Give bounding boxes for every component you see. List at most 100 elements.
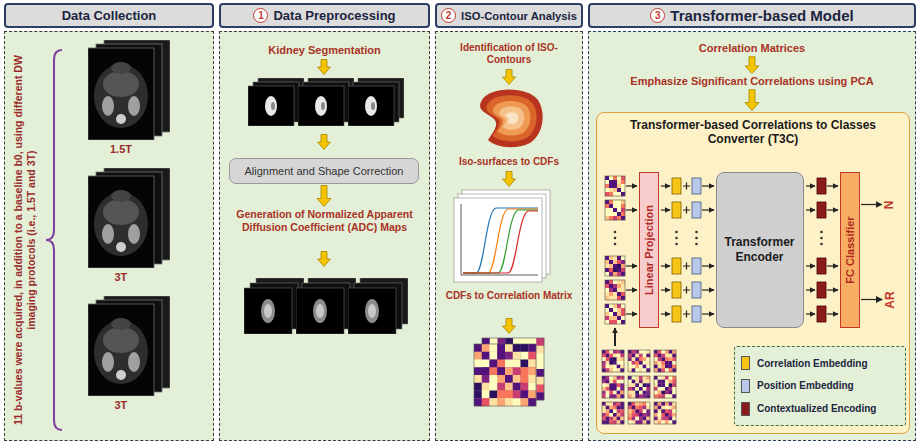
heatmap-cell [617,292,621,296]
heatmap-cell [620,417,624,421]
heatmap-cell [605,260,609,264]
heatmap-cell [609,200,613,204]
heatmap-cell [654,406,658,410]
heatmap-cell [654,361,658,365]
heatmap-cell [628,413,632,417]
heatmap-cell [635,402,639,406]
heatmap-cell [635,387,639,391]
heatmap-cell [646,417,650,421]
curly-brace [46,50,62,430]
heatmap-cell [628,417,632,421]
heatmap-cell [609,216,613,220]
heatmap-cell [617,192,621,196]
heatmap-cell [632,387,636,391]
heatmap-cell [613,406,617,410]
heatmap-cell [513,360,521,368]
encoder-text: Transformer Encoder [717,235,803,265]
heatmap-cell [497,344,505,352]
heatmap-cell [609,376,613,380]
heatmap-cell [665,402,669,406]
heatmap-cell [621,192,625,196]
panel-ground [4,31,214,441]
ellipsis [614,231,617,246]
heatmap-cell [613,280,617,284]
heatmap-cell [536,369,544,377]
heatmap-cell [621,212,625,216]
heatmap-cell [646,350,650,354]
heatmap-cell [536,346,544,354]
heatmap-cell [620,420,624,424]
heatmap-cell [665,420,669,424]
heatmap-cell [621,304,625,308]
heatmap-cell [605,192,609,196]
heatmap-cell [617,284,621,288]
heatmap-cell [632,350,636,354]
heatmap-cell [505,360,513,368]
heatmap-cell [602,383,606,387]
heatmap-cell [658,409,662,413]
heatmap-cell [635,383,639,387]
heatmap-cell [620,365,624,369]
heatmap-cell [620,391,624,395]
step-text: CDFs to Correlation Matrix [439,290,579,302]
heatmap-cell [606,417,610,421]
heatmap-cell [665,406,669,410]
heatmap-cell [613,357,617,361]
heatmap-cell [632,391,636,395]
heatmap-cell [654,417,658,421]
heatmap-cell [528,391,536,399]
heatmap-cell [620,380,624,384]
heatmap-cell [639,391,643,395]
heatmap-frame [602,350,624,372]
heatmap-cell [621,204,625,208]
heatmap-cell [620,409,624,413]
heatmap-cell [639,361,643,365]
flow-arrow [861,204,882,205]
class-label: N [883,200,895,209]
heatmap-cell [609,288,613,292]
heatmap-cell [665,387,669,391]
heatmap-cell [602,387,606,391]
heatmap-cell [609,320,613,324]
heatmap-cell [606,406,610,410]
heatmap-cell [669,402,673,406]
heatmap-cell [661,406,665,410]
heatmap-cell [646,391,650,395]
heatmap-cell [602,420,606,424]
heatmap-cell [621,288,625,292]
heatmap-cell [635,361,639,365]
heatmap-cell [617,387,621,391]
heatmap-cell [609,402,613,406]
heatmap-cell [602,350,606,354]
adc-stack [244,278,304,334]
flow-arrow [861,299,882,300]
heatmap-cell [613,272,617,276]
step-label: Emphasize Significant Correlations using… [596,75,908,88]
heatmap-cell [528,352,536,360]
heatmap-cell [617,417,621,421]
heatmap-cell [521,383,529,391]
heatmap-cell [669,409,673,413]
heatmap-cell [643,383,647,387]
heatmap-cell [628,354,632,358]
heatmap-cell [620,413,624,417]
heatmap-cell [620,357,624,361]
heatmap-cell [606,387,610,391]
heatmap-cell [646,413,650,417]
heatmap-cell [513,344,521,352]
heatmap-cell [609,180,613,184]
heatmap-cell [646,361,650,365]
heatmap-cell [505,398,513,406]
mri-stack [88,296,170,396]
heatmap-cell [661,376,665,380]
heatmap-cell [613,394,617,398]
heatmap-cell [613,176,617,180]
heatmap-cell [621,316,625,320]
heatmap-cell [643,413,647,417]
heatmap-cell [646,402,650,406]
heatmap-cell [639,350,643,354]
projection-box: Linear Projection [639,172,659,328]
heatmap-cell [482,352,490,360]
stage-frame [219,31,430,441]
heatmap-cell [621,256,625,260]
